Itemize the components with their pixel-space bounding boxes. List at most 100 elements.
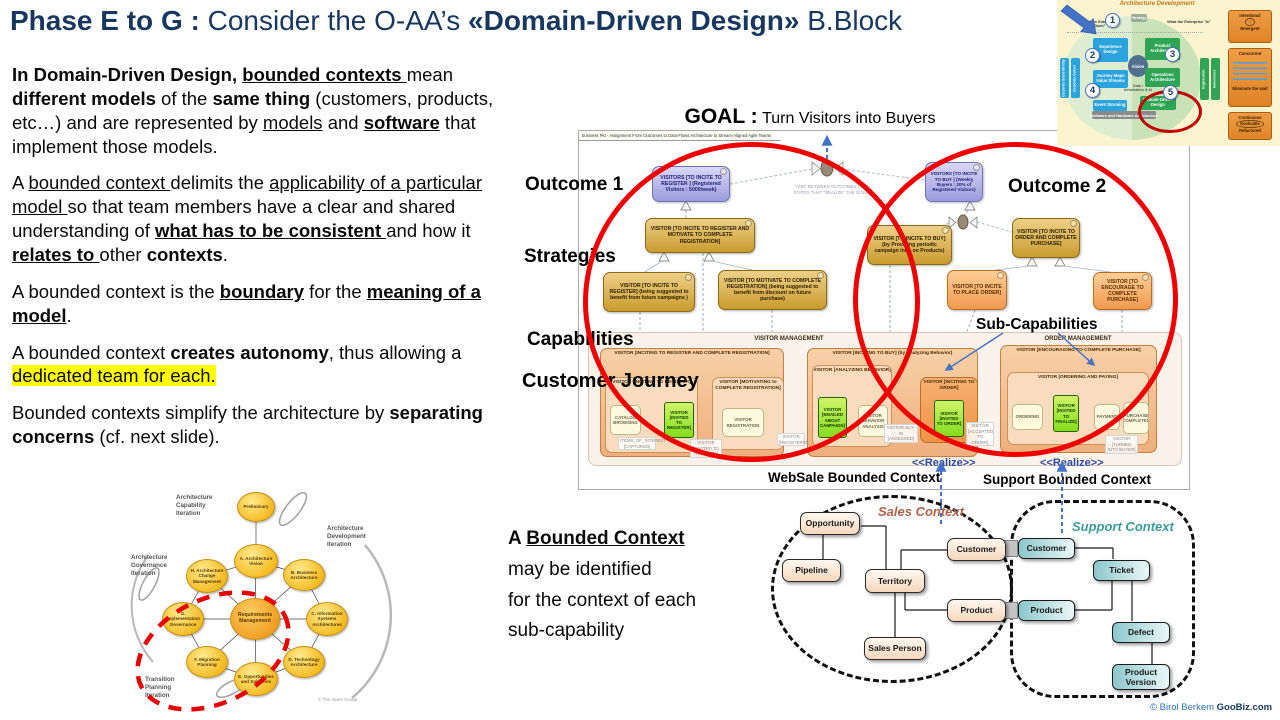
paragraph-autonomy: A bounded context creates autonomy, thus…: [12, 341, 524, 389]
text-segment: (cf. next slide).: [99, 426, 220, 448]
text-segment: meaning of a model: [12, 280, 481, 326]
text-segment: In Domain-Driven Design,: [12, 64, 243, 85]
outcome1-label: Outcome 1: [525, 174, 624, 195]
purchase-completed-box: PURCHASE COMPLETED: [1123, 402, 1149, 434]
oaa-eliminate-wait-label: Eliminate the wait: [1232, 86, 1268, 92]
text-segment: B.Block: [799, 5, 903, 36]
realize-label-websale: <<Realize>>: [912, 457, 976, 469]
realize-label-support: <<Realize>>: [1040, 457, 1104, 469]
togaf-phase-c-circle: C. Information Systems Architectures: [306, 602, 348, 636]
buyin-assessed-label: VISITOR.BUY-IN [ASSESSED]: [884, 424, 918, 443]
text-segment: «Domain-Driven Design»: [468, 5, 800, 36]
support-customer-box: Customer: [1018, 538, 1075, 559]
note-line3: for the context of each: [508, 589, 697, 611]
togaf-governance-iteration-label: Architecture Governance Iteration: [131, 554, 168, 577]
sales-territory-box: Territory: [865, 569, 925, 593]
text-segment: A bounded context: [12, 341, 171, 363]
diagram-frame-tab: business Pkt - Assignment From Outcomes …: [579, 131, 781, 141]
oaa-organization-box: Organization: [1200, 58, 1209, 100]
copyright-text: © Birol Berkem: [1150, 702, 1217, 713]
text-segment: A bounded context is the: [12, 280, 220, 302]
divider: [1067, 32, 1203, 33]
togaf-phase-e-circle: E. Opportunities and Solutions: [234, 662, 278, 696]
support-context-boundary: [1010, 500, 1195, 698]
page-title: Phase E to G : Consider the O-AA’s «Doma…: [10, 5, 902, 37]
paragraph-delimits: A bounded context delimits the applicabi…: [12, 171, 524, 266]
oaa-event-storming-box: Event Storming: [1093, 100, 1127, 111]
red-circle-outcome2: [853, 142, 1178, 457]
text-segment: and: [322, 111, 364, 133]
footer-copyright: © Birol Berkem GooBiz.com: [1150, 702, 1272, 713]
text-segment: of the: [155, 87, 213, 109]
support-ticket-box: Ticket: [1093, 560, 1150, 581]
togaf-credit: © The Open Group: [318, 697, 358, 702]
togaf-phase-g-circle: G. Implementation Governance: [162, 602, 204, 636]
text-segment: applicability of a particular model: [12, 172, 482, 218]
oaa-number-5-badge: 5: [1163, 85, 1178, 100]
sales-customer-box: Customer: [947, 538, 1006, 561]
togaf-phase-f-circle: F. Migration Planning: [186, 646, 228, 678]
support-product-version-box: Product Version: [1112, 664, 1170, 690]
text-segment: relates to: [12, 244, 100, 266]
text-segment: Consider the O-AA’s: [207, 5, 469, 36]
text-segment: Bounded Context: [526, 528, 685, 549]
text-segment: dedicated team for each.: [12, 365, 216, 387]
turned-into-buyer-label: VISITOR [TURNED INTO BUYER]: [1105, 435, 1138, 454]
oaa-software-bar: Software and Hardware Architecture: [1090, 111, 1158, 119]
text-segment: bounded context: [28, 172, 171, 194]
text-segment: other: [99, 244, 147, 266]
text-segment: , thus allowing a: [328, 341, 462, 363]
oaa-is-label: What the Enterprise "Is": [1167, 20, 1211, 24]
text-segment: mean: [406, 64, 453, 85]
text-segment: different models: [12, 87, 156, 109]
oaa-emergent-label: Emergent: [1240, 25, 1260, 31]
brand-text: GooBiz.com: [1216, 702, 1273, 713]
togaf-requirements-circle: Requirements Management: [230, 598, 280, 640]
support-defect-box: Defect: [1112, 622, 1170, 643]
bounded-context-note: A Bounded Context may be identified for …: [508, 524, 696, 647]
text-segment: .: [66, 304, 72, 326]
oaa-number-4-badge: 4: [1085, 83, 1100, 98]
text-segment: same thing: [212, 87, 311, 109]
text-segment: delimits the: [170, 172, 270, 194]
text-segment: contexts: [146, 244, 223, 266]
oaa-governance-box: Governance: [1211, 58, 1220, 100]
oaa-vision-circle: Vision: [1128, 55, 1148, 77]
text-segment: separating concerns: [12, 402, 483, 448]
text-segment: what has to be consistent: [154, 220, 387, 242]
oaa-evolvable-label: Evolvable: [1236, 120, 1264, 128]
support-context-title: Support Context: [1072, 519, 1174, 534]
goal-heading: GOAL : Turn Visitors into Buyers: [660, 105, 960, 129]
text-segment: and how it: [386, 220, 471, 242]
intro-text: In Domain-Driven Design, bounded context…: [12, 63, 524, 462]
oaa-data-label: Data / Information & AI: [1124, 84, 1152, 93]
support-product-box: Product: [1018, 600, 1075, 621]
updown-arrow-icon: ↕: [1244, 18, 1256, 26]
oaa-panel: Architecture Development Strategy What t…: [1057, 0, 1280, 146]
text-segment: bounded contexts: [242, 64, 407, 85]
text-segment: boundary: [219, 280, 305, 302]
sales-pipeline-box: Pipeline: [782, 559, 841, 582]
oaa-intentional-label: Intentional: [1239, 13, 1261, 18]
note-line2: may be identified: [508, 558, 652, 580]
text-segment: so that team members have a clear and sh…: [12, 196, 456, 242]
oaa-corporate-brand-box: Corporate Brand Identity: [1060, 58, 1069, 98]
concurrent-arrows-icon: [1233, 58, 1267, 85]
oaa-strategy-box: Strategy: [1131, 14, 1147, 22]
note-line4: sub-capability: [508, 620, 625, 642]
text-segment: (customers, products, etc…) and are repr…: [12, 87, 494, 133]
oaa-corporate-culture-box: Corporate Culture: [1071, 58, 1080, 98]
items-captured-label: ITEMS_OF_INTEREST [CAPTURED]: [618, 437, 667, 450]
sales-product-box: Product: [947, 599, 1006, 622]
oaa-operations-architecture-box: Operations Architecture: [1145, 68, 1180, 87]
text-segment: A: [508, 528, 527, 549]
paragraph-ddd-bounded-contexts: In Domain-Driven Design, bounded context…: [12, 63, 524, 158]
togaf-phase-d-circle: D. Technology Architecture: [283, 646, 325, 678]
goal-text: Turn Visitors into Buyers: [762, 110, 936, 127]
oaa-number-1-badge: 1: [1105, 13, 1120, 28]
paragraph-boundary: A bounded context is the boundary for th…: [12, 280, 524, 328]
text-segment: A: [12, 172, 29, 194]
text-segment: creates autonomy: [170, 341, 329, 363]
text-segment: Bounded contexts simplify the architectu…: [12, 402, 390, 424]
sales-opportunity-box: Opportunity: [800, 512, 860, 535]
